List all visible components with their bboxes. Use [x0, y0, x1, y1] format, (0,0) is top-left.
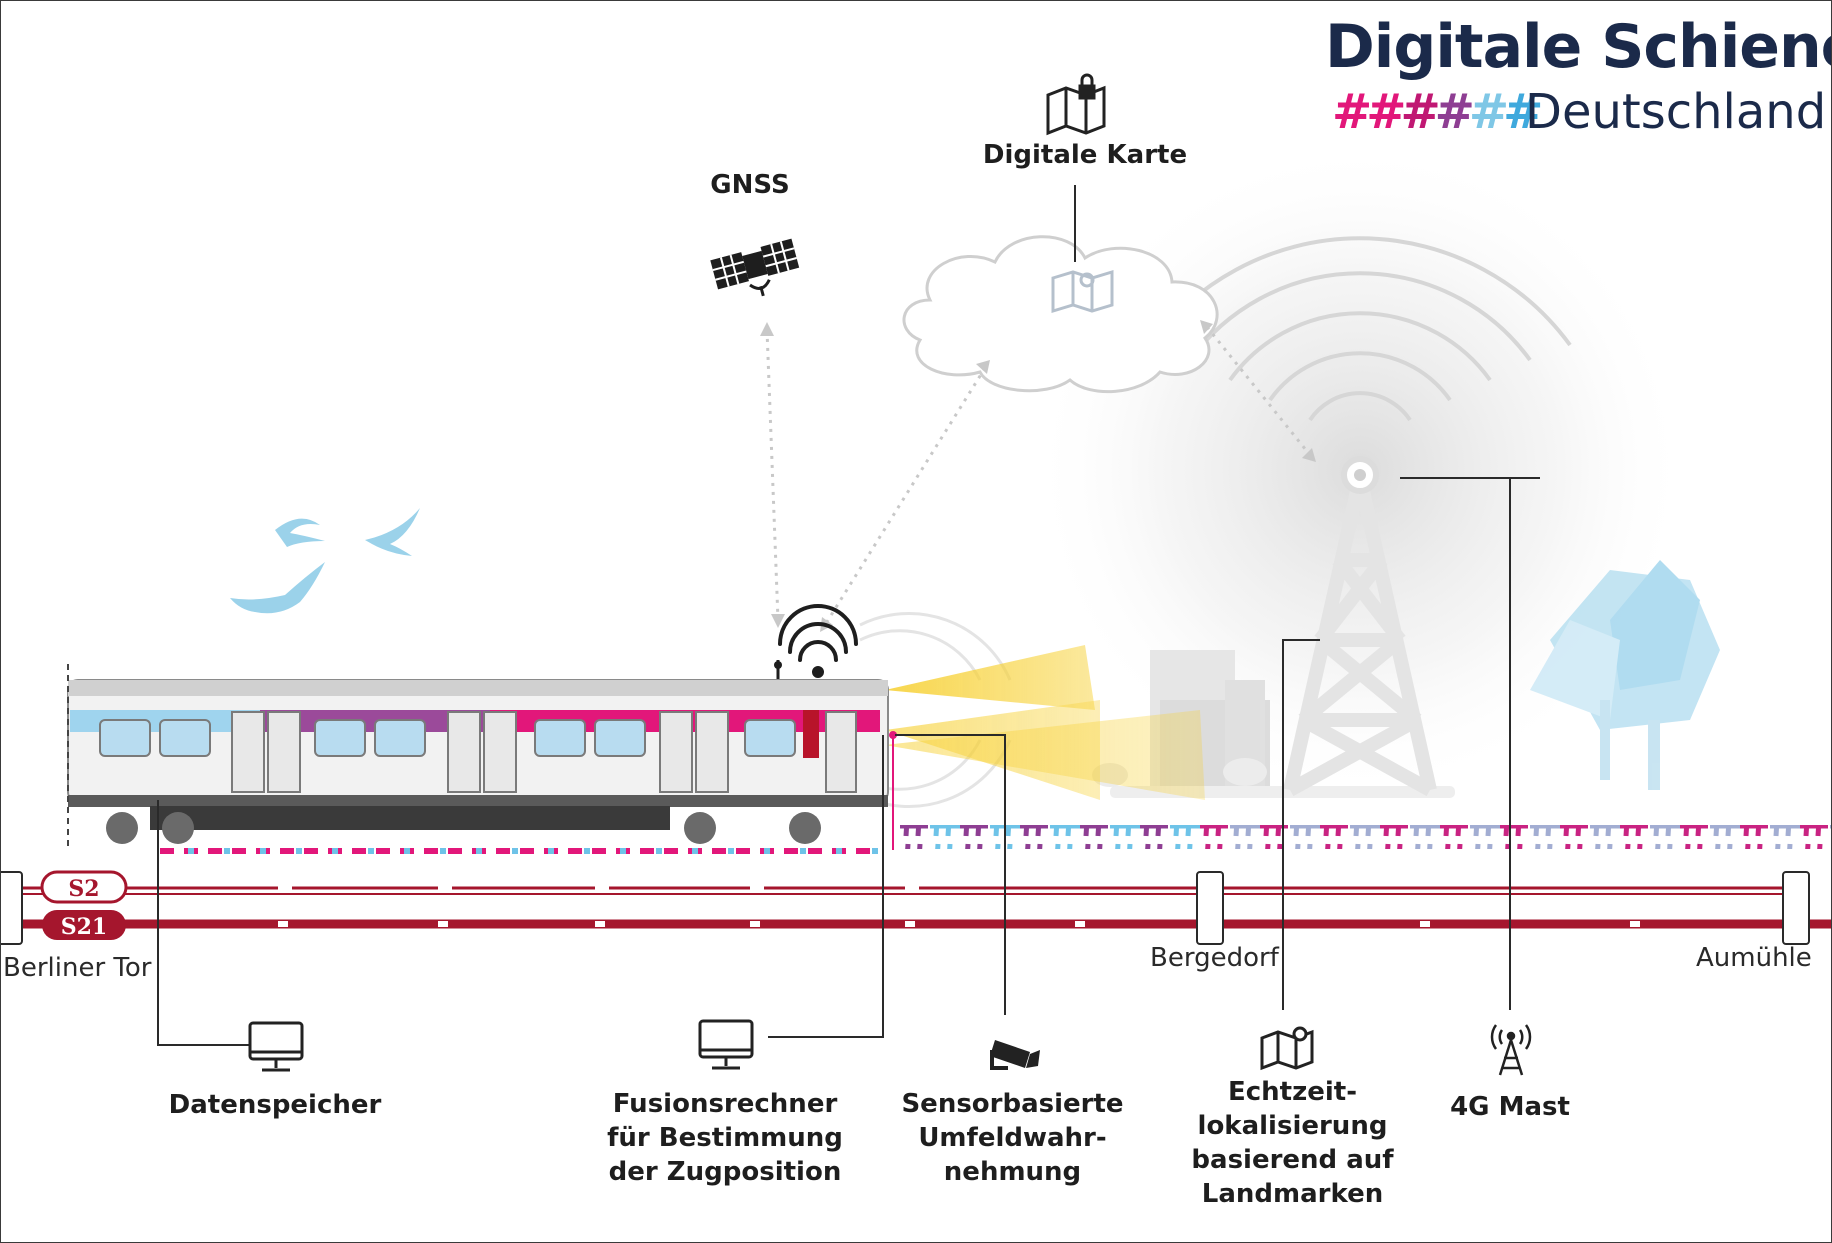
birds — [230, 508, 420, 614]
leader-lines — [157, 477, 1540, 1046]
s-bahn-train — [67, 664, 897, 850]
camera-icon — [990, 1040, 1040, 1070]
brand-hash-2: # — [1366, 84, 1406, 140]
fusion-computer-line-1: Fusionsrechner — [612, 1089, 838, 1119]
brand-hash-3: # — [1400, 84, 1440, 140]
station-aumuehle: Aumühle — [1696, 943, 1812, 973]
brand-hash-logo: ###### — [1332, 82, 1543, 142]
data-storage-label: Datenspeicher — [168, 1090, 382, 1120]
realtime-localization-line-3: basierend auf — [1191, 1145, 1394, 1175]
mast-4g-label: 4G Mast — [1450, 1092, 1570, 1122]
satellite-icon — [710, 238, 800, 297]
monitor-icon-fusion — [698, 1019, 754, 1070]
station-bergedorf: Bergedorf — [1150, 943, 1279, 973]
sensor-perception-line-1: Sensorbasierte — [901, 1089, 1124, 1119]
fusion-computer-line-3: der Zugposition — [608, 1157, 842, 1187]
bush-2 — [1223, 758, 1267, 786]
digital-map-label: Digitale Karte — [982, 140, 1188, 170]
gnss-label: GNSS — [710, 170, 790, 200]
realtime-localization-label: Echtzeit- lokalisierung basierend auf La… — [1175, 1075, 1410, 1211]
sensor-perception-line-2: Umfeldwahr- — [918, 1123, 1107, 1153]
map-lock-icon — [1046, 73, 1106, 136]
ground-hash-strip-2 — [1200, 825, 1832, 849]
s21-badge — [42, 910, 126, 940]
fusion-computer-line-2: für Bestimmung — [607, 1123, 843, 1153]
s2-badge-label: S2 — [68, 876, 99, 902]
monitor-icon-storage — [248, 1021, 304, 1072]
train-wifi-icon — [778, 604, 858, 678]
brand-hash-1: # — [1332, 84, 1372, 140]
link-arrowheads — [760, 320, 1316, 632]
trees — [1530, 560, 1720, 790]
mast-radio-waves — [1148, 236, 1572, 422]
mast-tower — [1283, 476, 1437, 797]
realtime-localization-line-1: Echtzeit- — [1227, 1077, 1357, 1107]
brand-hash-4: # — [1434, 84, 1475, 140]
brand-hash-5: # — [1468, 84, 1509, 140]
sensor-perception-label: Sensorbasierte Umfeldwahr- nehmung — [880, 1087, 1145, 1189]
brand-subtitle: Deutschland — [1525, 84, 1827, 140]
s21-badge-label: S21 — [61, 914, 108, 940]
brand-hash-6: # — [1503, 84, 1543, 140]
realtime-localization-line-4: Landmarken — [1201, 1179, 1384, 1209]
cloud-map-icon — [1051, 269, 1114, 314]
realtime-localization-line-2: lokalisierung — [1197, 1111, 1388, 1141]
fusion-computer-label: Fusionsrechner für Bestimmung der Zugpos… — [590, 1087, 860, 1189]
station-berliner-tor: Berliner Tor — [3, 953, 152, 983]
brand-title: Digitale Schiene — [1325, 12, 1832, 82]
antenna-icon — [1490, 1024, 1532, 1076]
sensor-perception-line-3: nehmung — [943, 1157, 1082, 1187]
map-pin-icon — [1260, 1026, 1314, 1071]
line-stop-ticks — [278, 885, 1640, 927]
sensor-beams — [885, 645, 1205, 800]
cloud — [902, 235, 1219, 394]
s2-badge — [40, 870, 128, 904]
station-markers — [0, 871, 1810, 945]
communication-links — [765, 326, 1312, 626]
